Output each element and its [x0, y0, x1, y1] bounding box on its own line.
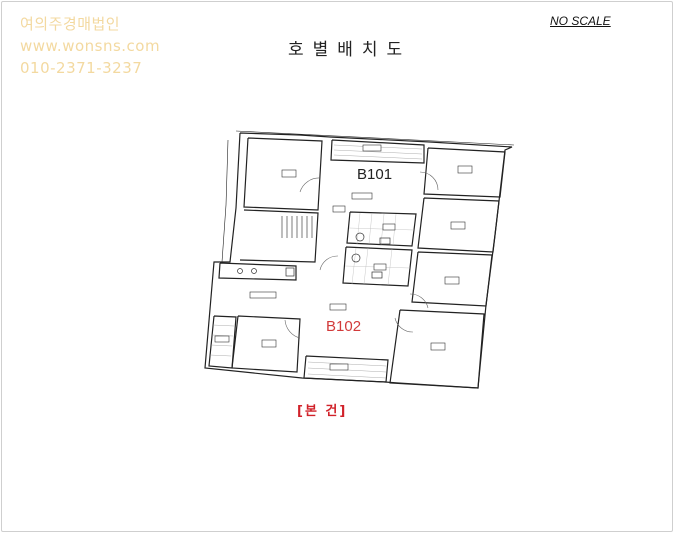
unit-label-b102: B102 — [326, 318, 362, 335]
door-swings — [284, 171, 439, 339]
watermark: 여의주경매법인 www.wonsns.com 010-2371-3237 — [20, 13, 160, 79]
scale-note: NO SCALE — [550, 14, 611, 28]
floor-plan-walls — [204, 130, 515, 389]
bath-tiles — [344, 212, 415, 286]
fixtures — [237, 232, 391, 279]
unit-label-b101: B101 — [357, 166, 393, 183]
watermark-phone: 010-2371-3237 — [20, 59, 143, 77]
stair-treads — [281, 216, 313, 238]
page-title: 호별배치도 — [288, 40, 412, 60]
watermark-url: www.wonsns.com — [20, 37, 161, 55]
room-tags — [214, 144, 473, 371]
subject-caption: [본 건] — [297, 404, 348, 419]
watermark-company: 여의주경매법인 — [20, 15, 121, 33]
